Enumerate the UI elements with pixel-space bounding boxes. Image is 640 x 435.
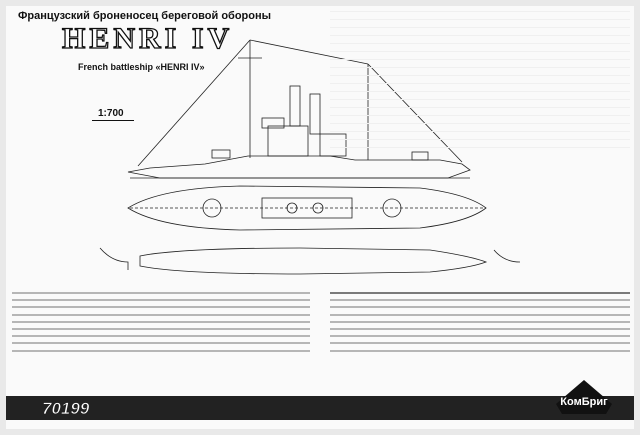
history-line xyxy=(12,299,310,302)
spec-row xyxy=(330,84,630,92)
history-line xyxy=(12,320,310,323)
forward-superstructure xyxy=(267,125,309,157)
spec-row xyxy=(330,100,630,108)
deckhouse xyxy=(261,197,353,219)
spec-row xyxy=(330,108,630,116)
painting-line xyxy=(330,342,630,345)
hull-sections xyxy=(99,247,521,275)
scale-underline xyxy=(92,120,134,121)
aft-superstructure xyxy=(319,133,347,157)
spec-row xyxy=(330,76,630,84)
spec-row xyxy=(330,68,630,76)
history-line xyxy=(12,306,310,309)
painting-line xyxy=(330,320,630,323)
ship-name: HENRI IV xyxy=(61,21,234,55)
rigging-stern xyxy=(367,63,463,163)
painting-text-block xyxy=(330,292,630,357)
spec-row xyxy=(330,28,630,36)
spec-row xyxy=(330,116,630,124)
spec-row xyxy=(330,140,630,148)
history-text-block xyxy=(12,292,310,357)
funnel-aft xyxy=(309,93,321,135)
history-line xyxy=(12,342,310,345)
svg-text:КомБриг: КомБриг xyxy=(560,396,608,408)
footer-bar xyxy=(6,396,634,420)
painting-line xyxy=(330,299,630,302)
rigging-fore xyxy=(137,39,251,167)
funnel-fore-plan xyxy=(286,202,298,214)
funnel-fore xyxy=(289,85,301,127)
history-line xyxy=(12,292,310,294)
rigging-aft xyxy=(249,39,369,65)
kit-number: 70199 xyxy=(42,399,90,419)
painting-line xyxy=(330,327,630,330)
history-line xyxy=(12,349,310,352)
spec-row xyxy=(330,20,630,28)
spec-row xyxy=(330,44,630,52)
spec-row xyxy=(330,52,630,60)
painting-line xyxy=(330,306,630,309)
history-line xyxy=(12,327,310,330)
spec-row xyxy=(330,60,630,68)
spec-row xyxy=(330,4,630,12)
hull-bottom-view xyxy=(139,247,488,275)
painting-line xyxy=(330,313,630,316)
fore-barbette xyxy=(202,198,222,218)
aft-turret xyxy=(411,151,429,161)
history-line xyxy=(12,313,310,316)
kombrig-logo-icon: КомБриг xyxy=(556,380,612,414)
history-line xyxy=(12,335,310,338)
hull-side xyxy=(127,155,471,179)
fore-turret xyxy=(211,149,231,159)
scale-label: 1:700 xyxy=(98,108,124,119)
side-profile xyxy=(127,39,471,179)
stern-section xyxy=(493,249,521,263)
specifications-table xyxy=(330,4,630,154)
spec-row xyxy=(330,132,630,140)
spec-row xyxy=(330,124,630,132)
spec-row xyxy=(330,12,630,20)
title-english: French battleship «HENRI IV» xyxy=(78,62,205,72)
painting-line xyxy=(330,349,630,352)
bow-section xyxy=(99,247,129,270)
title-russian: Французский броненосец береговой обороны xyxy=(18,10,272,22)
funnel-aft-plan xyxy=(312,202,324,214)
painting-line xyxy=(330,292,630,294)
spec-row xyxy=(330,36,630,44)
instruction-sheet xyxy=(6,6,634,429)
spec-row xyxy=(330,92,630,100)
plan-view xyxy=(127,185,487,231)
aft-barbette xyxy=(382,198,402,218)
painting-line xyxy=(330,335,630,338)
bridge xyxy=(261,117,285,129)
